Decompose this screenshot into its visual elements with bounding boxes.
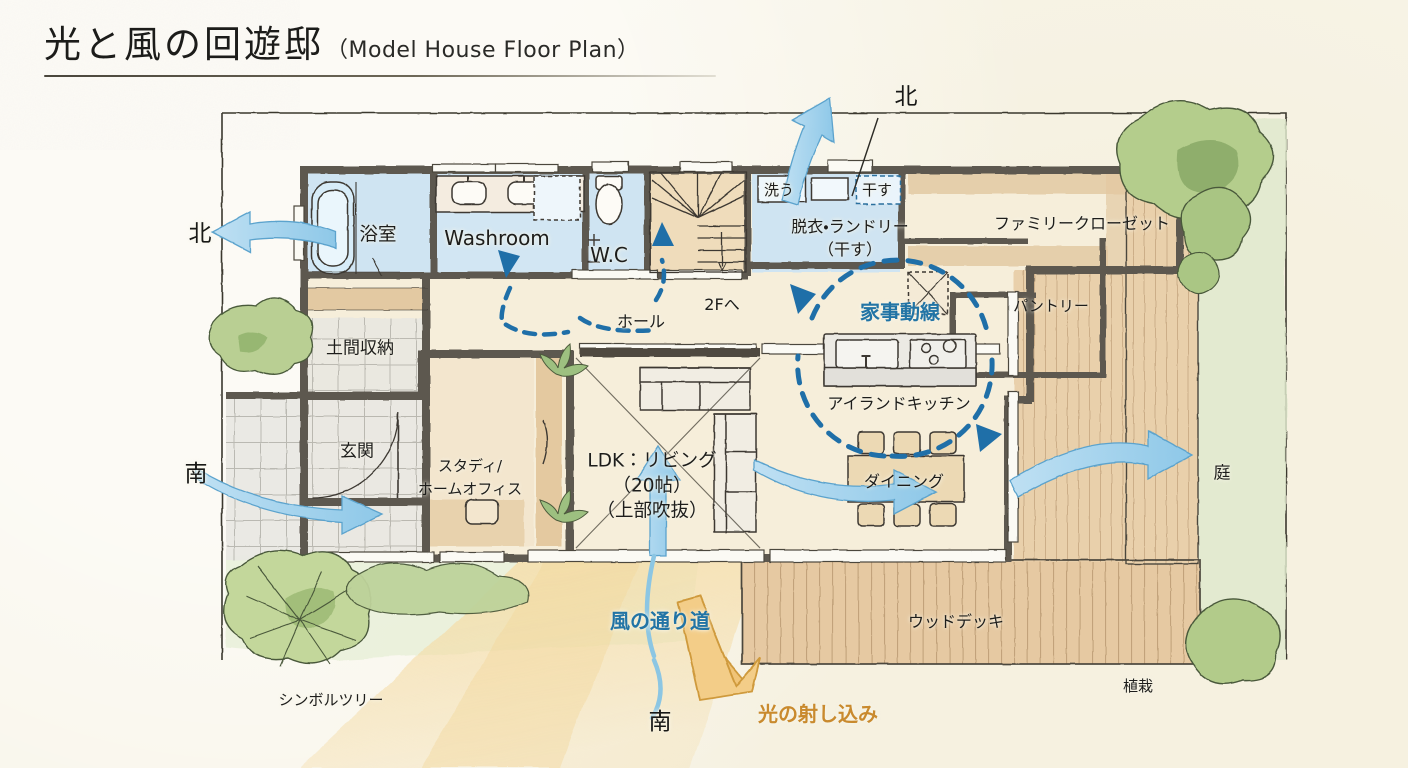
- label-planting: 植栽: [1122, 676, 1154, 695]
- page-header: 光と風の回遊邸 （Model House Floor Plan）: [44, 14, 744, 77]
- room-label-ldk-line2: （20帖）: [612, 475, 692, 497]
- laundry-dry-box-label: 干す: [861, 180, 893, 199]
- annotation-sunlight: 光の射し込み: [758, 701, 878, 726]
- room-label-hall: ホール: [616, 312, 666, 332]
- annotation-housework-flow: 家事動線: [860, 299, 940, 324]
- indoor-circulation-arrowheads: [498, 222, 674, 278]
- sunlight-arrow: [676, 594, 761, 702]
- housework-flow-loop: [795, 257, 995, 459]
- indoor-plants: [539, 343, 589, 523]
- page-subtitle: （Model House Floor Plan）: [326, 38, 640, 63]
- landscape-trees: [208, 100, 1281, 685]
- washroom-flow-dash: [499, 285, 571, 337]
- room-label-ldk-line3: （上部吹抜）: [596, 500, 708, 522]
- room-label-genkan: 玄関: [340, 441, 374, 462]
- wind-arrows: [195, 96, 1194, 557]
- compass-north-top: 北: [894, 83, 918, 110]
- page-title: 光と風の回遊邸: [44, 23, 324, 66]
- annotation-wind-path: 風の通り道: [610, 608, 710, 633]
- room-label-family-closet: ファミリークローゼット: [993, 214, 1171, 234]
- room-label-washroom: Washroom: [444, 225, 550, 250]
- housework-flow-arrowheads: [790, 284, 1002, 452]
- room-label-dining: ダイニング: [863, 472, 945, 492]
- compass-north-left: 北: [188, 220, 212, 247]
- label-symbol-tree: シンボルツリー: [278, 690, 384, 709]
- north-leader-line: [851, 117, 879, 197]
- compass-south-left: 南: [184, 460, 208, 487]
- room-label-wood-deck: ウッドデッキ: [907, 612, 1005, 632]
- void-diagonals: [575, 357, 761, 549]
- room-label-kitchen: アイランドキッチン: [827, 394, 971, 414]
- laundry-wash-box-label: 洗う: [763, 180, 795, 199]
- compass-south-bottom: 南: [648, 708, 672, 735]
- title-divider: [44, 75, 716, 77]
- room-label-stairs-up: 2Fへ: [704, 295, 740, 315]
- room-label-study-line2: ホームオフィス: [417, 479, 523, 498]
- label-garden: 庭: [1213, 463, 1231, 484]
- indoor-circulation-dashed: [577, 257, 667, 334]
- room-label-ldk-line1: LDK：リビング: [587, 450, 717, 472]
- fixtures: [308, 171, 977, 533]
- room-label-pantry: パントリー: [1013, 296, 1089, 315]
- room-label-wc: W.C: [590, 242, 628, 267]
- wind-path-curve: [644, 553, 663, 721]
- room-label-laundry-line1: 脱衣・ランドリー: [791, 217, 909, 237]
- room-label-study-line1: スタディ/: [437, 456, 503, 475]
- room-label-doma: 土間収納: [326, 338, 394, 359]
- room-label-laundry-line2: （干す）: [817, 240, 883, 260]
- room-label-bath: 浴室: [359, 224, 397, 246]
